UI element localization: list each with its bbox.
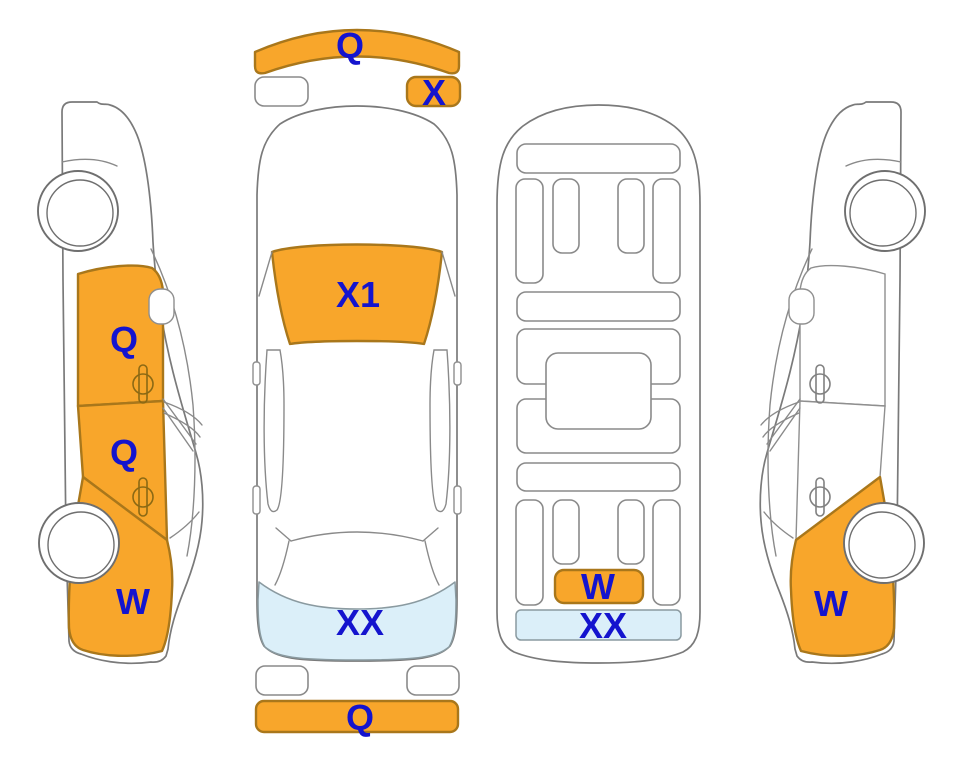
- label-windshield: X1: [336, 274, 380, 315]
- rear-member-right: [617, 499, 645, 565]
- left-headlight: [254, 76, 309, 107]
- b-pillar-line-1: [162, 398, 197, 445]
- car-body-top: [256, 105, 458, 662]
- rear-member-left: [552, 499, 580, 565]
- right-side-view: [759, 101, 926, 665]
- a-pillar-left: [258, 251, 273, 297]
- rear-door-handle: [138, 477, 148, 517]
- zone-windshield-X1[interactable]: [270, 243, 444, 346]
- rear-door-handle-knob: [132, 486, 154, 508]
- rear-window-arc: [290, 531, 424, 542]
- quarter-seam-left: [274, 540, 290, 586]
- label-right-rear-quarter: W: [814, 583, 848, 624]
- zone-right-headlight-X[interactable]: [405, 75, 462, 108]
- label-left-front-door: Q: [110, 319, 138, 360]
- rear-door-handle-knob: [809, 486, 831, 508]
- front-door-handle-knob: [809, 373, 831, 395]
- label-right-headlight: X: [422, 72, 446, 113]
- front-door-handle-knob: [132, 373, 154, 395]
- side-mirror: [148, 288, 175, 325]
- trunk-lid-seam: [763, 511, 794, 539]
- rear-wheel-rim: [47, 511, 115, 579]
- rear-door-handle: [815, 477, 825, 517]
- rear-cross-member-bar: [516, 462, 681, 492]
- label-left-rear-door: Q: [110, 432, 138, 473]
- label-left-rear-quarter: W: [116, 581, 150, 622]
- front-member-left: [552, 178, 580, 254]
- underside-view: [496, 104, 701, 664]
- front-bumper-seam: [61, 158, 118, 167]
- front-wheel-rim: [849, 179, 917, 247]
- zone-rear-bumper-Q[interactable]: [254, 699, 460, 734]
- label-underside-rear-member: W: [581, 566, 615, 607]
- trunk-lid-seam: [169, 511, 200, 539]
- rear-deck-seam-2: [163, 412, 201, 438]
- side-window-right: [429, 349, 451, 513]
- a-pillar-right: [441, 251, 456, 297]
- top-view: [252, 28, 462, 734]
- side-window-left: [263, 349, 285, 513]
- rear-rail-right: [652, 499, 681, 606]
- front-door-handle: [138, 364, 148, 404]
- label-front-bumper: Q: [336, 25, 364, 66]
- rear-deck-seam-1: [163, 401, 203, 426]
- left-taillight: [255, 665, 309, 696]
- front-bumper-seam: [845, 158, 902, 167]
- rear-deck-seam-1: [760, 401, 800, 426]
- side-mirror: [788, 288, 815, 325]
- zone-rear-end-panel-XX[interactable]: [515, 609, 682, 641]
- zone-rear-cross-member-W[interactable]: [553, 568, 645, 605]
- quarter-seam-right: [424, 540, 440, 586]
- label-underside-rear-panel: XX: [579, 605, 627, 646]
- front-member-right: [617, 178, 645, 254]
- front-door: [799, 264, 886, 407]
- label-trunk: XX: [336, 602, 384, 643]
- front-rail-right: [652, 178, 681, 284]
- c-pillar-right: [422, 527, 439, 542]
- c-pillar-left: [275, 527, 292, 542]
- fuel-tank: [545, 352, 652, 430]
- mid-cross-member: [516, 291, 681, 322]
- front-door-handle: [815, 364, 825, 404]
- top-door-handle-left-front: [252, 361, 261, 386]
- zone-front-bumper-Q[interactable]: [253, 28, 461, 75]
- zone-trunk-XX[interactable]: [257, 581, 457, 661]
- front-rail-left: [515, 178, 544, 284]
- rear-deck-seam-2: [762, 412, 800, 438]
- right-taillight: [406, 665, 460, 696]
- top-door-handle-right-front: [453, 361, 462, 386]
- front-cross-member: [516, 143, 681, 174]
- top-door-handle-left-rear: [252, 485, 261, 515]
- left-side-view: [37, 101, 204, 665]
- front-wheel-rim: [46, 179, 114, 247]
- b-pillar-line-1: [766, 398, 801, 445]
- top-door-handle-right-rear: [453, 485, 462, 515]
- rear-rail-left: [515, 499, 544, 606]
- label-rear-bumper: Q: [346, 697, 374, 738]
- rear-wheel-rim: [848, 511, 916, 579]
